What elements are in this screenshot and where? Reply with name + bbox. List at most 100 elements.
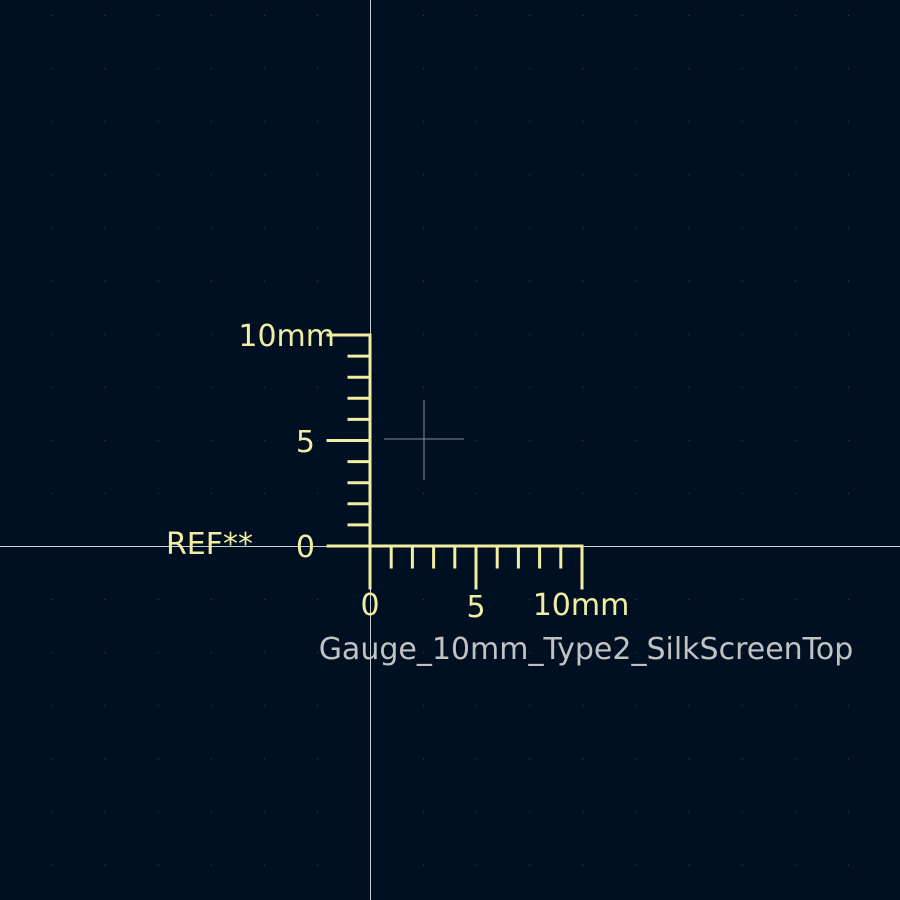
grid-dot	[794, 174, 796, 176]
grid-dot	[529, 492, 531, 494]
grid-dot	[157, 652, 159, 654]
grid-dot	[794, 652, 796, 654]
grid-dot	[741, 174, 743, 176]
grid-dot	[316, 227, 318, 229]
grid-dot	[316, 439, 318, 441]
grid-dot	[51, 121, 53, 123]
grid-dot	[688, 121, 690, 123]
grid-dot	[635, 386, 637, 388]
grid-dot	[210, 864, 212, 866]
grid-dot	[688, 227, 690, 229]
grid-dot	[210, 599, 212, 601]
grid-dot	[476, 705, 478, 707]
grid-dot	[847, 227, 849, 229]
grid-dot	[741, 68, 743, 70]
grid-dot	[794, 811, 796, 813]
grid-dot	[104, 280, 106, 282]
grid-dot	[529, 227, 531, 229]
grid-dot	[104, 864, 106, 866]
grid-dot	[741, 652, 743, 654]
grid-dot	[794, 280, 796, 282]
grid-dot	[635, 68, 637, 70]
grid-dot	[847, 705, 849, 707]
grid-dot	[582, 652, 584, 654]
grid-dot	[582, 333, 584, 335]
grid-dot	[476, 439, 478, 441]
grid-dot	[582, 492, 584, 494]
grid-dot	[210, 227, 212, 229]
grid-dot	[157, 227, 159, 229]
grid-dot	[51, 68, 53, 70]
grid-dot	[263, 15, 265, 16]
grid-dot	[316, 652, 318, 654]
grid-dot	[157, 333, 159, 335]
grid-dot	[423, 174, 425, 176]
grid-dot	[529, 68, 531, 70]
grid-dot	[635, 811, 637, 813]
grid-dot	[847, 121, 849, 123]
grid-dot	[51, 386, 53, 388]
grid-dot	[423, 280, 425, 282]
grid-dot	[635, 439, 637, 441]
grid-dot	[157, 758, 159, 760]
grid-dot	[688, 492, 690, 494]
grid-dot	[423, 652, 425, 654]
grid-dot	[635, 121, 637, 123]
grid-dot	[688, 280, 690, 282]
grid-dot	[316, 386, 318, 388]
grid-dot	[582, 68, 584, 70]
grid-dot	[847, 652, 849, 654]
grid-dot	[157, 15, 159, 16]
grid-dot	[316, 68, 318, 70]
grid-dot	[688, 68, 690, 70]
grid-dot	[316, 15, 318, 16]
grid-dot	[794, 333, 796, 335]
gauge-silkscreen[interactable]	[326, 333, 584, 590]
grid-dot	[529, 439, 531, 441]
grid-dot	[263, 652, 265, 654]
grid-dot	[529, 386, 531, 388]
grid-dot	[263, 174, 265, 176]
grid-dot	[582, 174, 584, 176]
grid-dot	[741, 15, 743, 16]
grid-dot	[529, 864, 531, 866]
grid-dot	[157, 280, 159, 282]
grid-dot	[635, 280, 637, 282]
footprint-value[interactable]: Gauge_10mm_Type2_SilkScreenTop	[319, 632, 854, 667]
grid-dot	[529, 174, 531, 176]
grid-dot	[582, 811, 584, 813]
grid-dot	[635, 705, 637, 707]
footprint-reference[interactable]: REF**	[166, 527, 253, 562]
grid-dot	[157, 386, 159, 388]
grid-dot	[104, 439, 106, 441]
grid-dot	[635, 227, 637, 229]
grid-dot	[263, 705, 265, 707]
grid-dot	[847, 68, 849, 70]
grid-dot	[529, 758, 531, 760]
footprint-anchor-crosshair[interactable]	[384, 400, 464, 480]
grid-dot	[263, 227, 265, 229]
grid-dot	[423, 386, 425, 388]
grid-dot	[316, 280, 318, 282]
grid-dot	[51, 280, 53, 282]
grid-dot	[847, 333, 849, 335]
grid-dot	[423, 811, 425, 813]
grid-dot	[51, 864, 53, 866]
grid-dot	[316, 121, 318, 123]
grid-dot	[529, 280, 531, 282]
grid-dot	[51, 174, 53, 176]
grid-dot	[476, 386, 478, 388]
grid-dot	[210, 492, 212, 494]
grid-dot	[582, 758, 584, 760]
grid-dot	[51, 652, 53, 654]
grid-dot	[476, 68, 478, 70]
grid-dot	[104, 758, 106, 760]
grid-dot	[104, 227, 106, 229]
grid-dot	[529, 599, 531, 601]
grid-dot	[741, 227, 743, 229]
grid-dot	[423, 864, 425, 866]
grid-dot	[688, 864, 690, 866]
grid-dot	[847, 864, 849, 866]
grid-dot	[635, 599, 637, 601]
